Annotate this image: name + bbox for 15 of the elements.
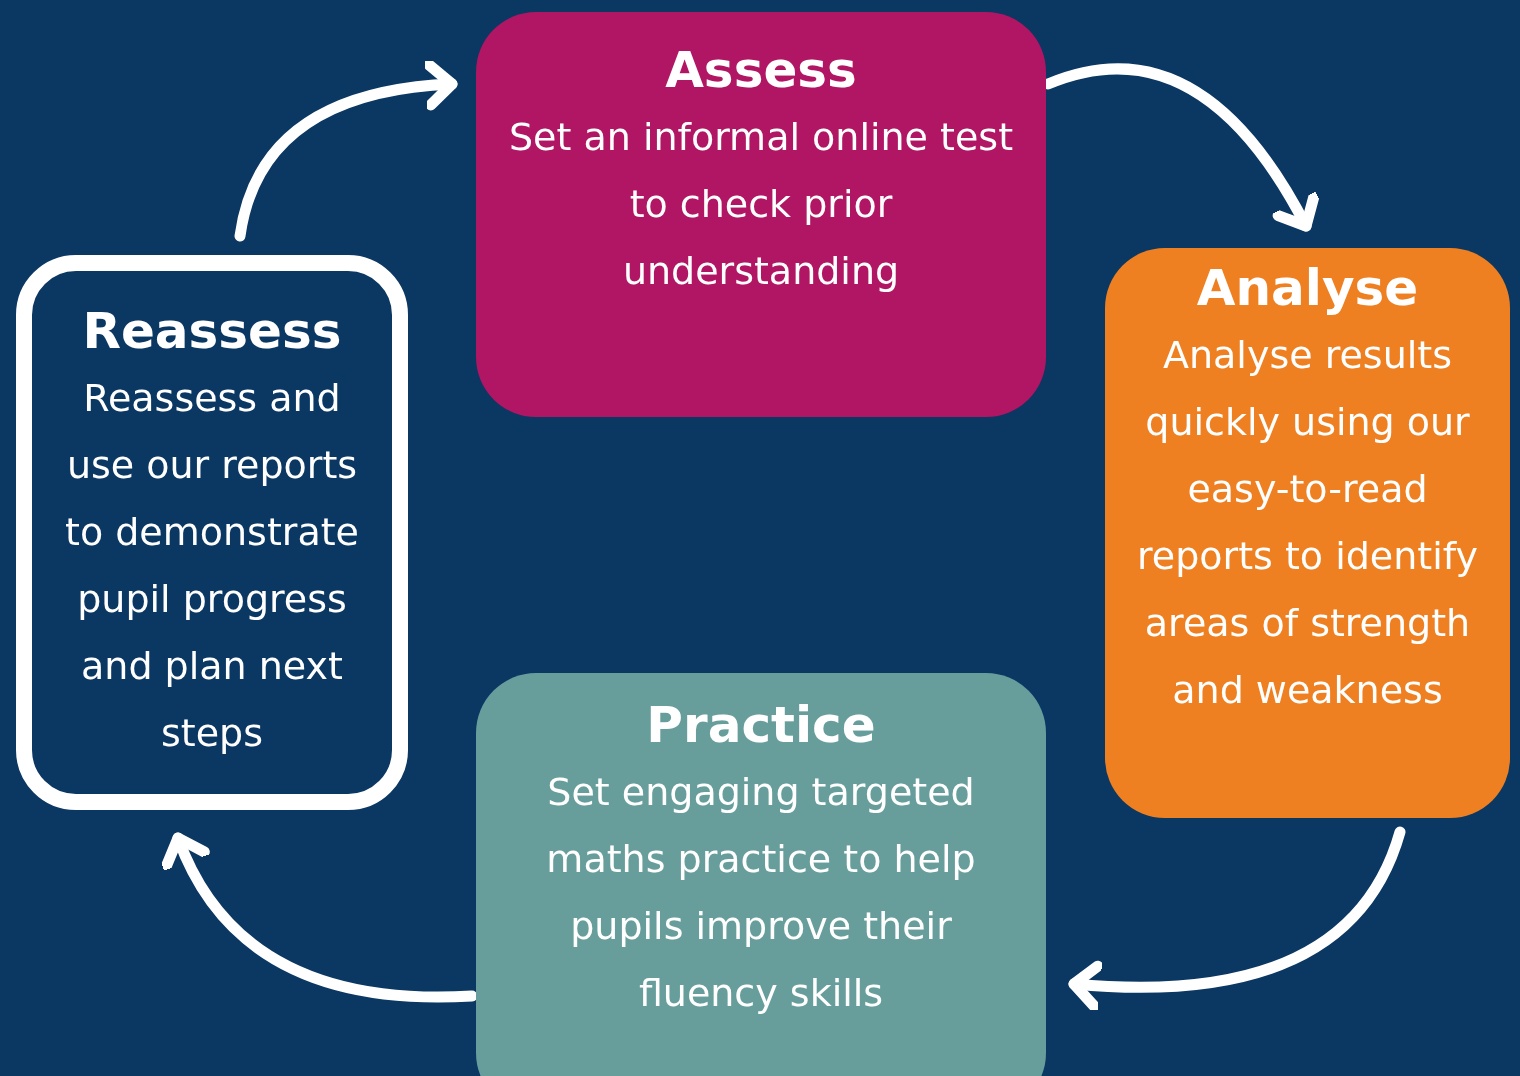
reassess-box <box>16 255 408 810</box>
step-heading: Analyse <box>1196 258 1419 318</box>
step-heading: Assess <box>665 40 857 100</box>
step-heading: Practice <box>646 695 876 755</box>
assess-box <box>476 12 1046 417</box>
curved-arrow <box>234 60 458 242</box>
step-description: Reassess and use our reports to demonstrate pupil progress and plan next steps <box>64 375 360 757</box>
step-description: Set engaging targeted maths practice to help pupils improve their fluency skills <box>545 769 977 1017</box>
step-heading: Reassess <box>82 301 342 361</box>
step-description: Analyse results quickly using our easy-to-read reports to identify areas of strength and weakness <box>1136 332 1479 714</box>
practice-box <box>476 673 1046 1076</box>
analyse-box <box>1105 248 1510 818</box>
curved-arrow <box>162 832 478 1003</box>
curved-arrow <box>1068 826 1406 1011</box>
step-description: Set an informal online test to check prior understanding <box>507 114 1015 295</box>
